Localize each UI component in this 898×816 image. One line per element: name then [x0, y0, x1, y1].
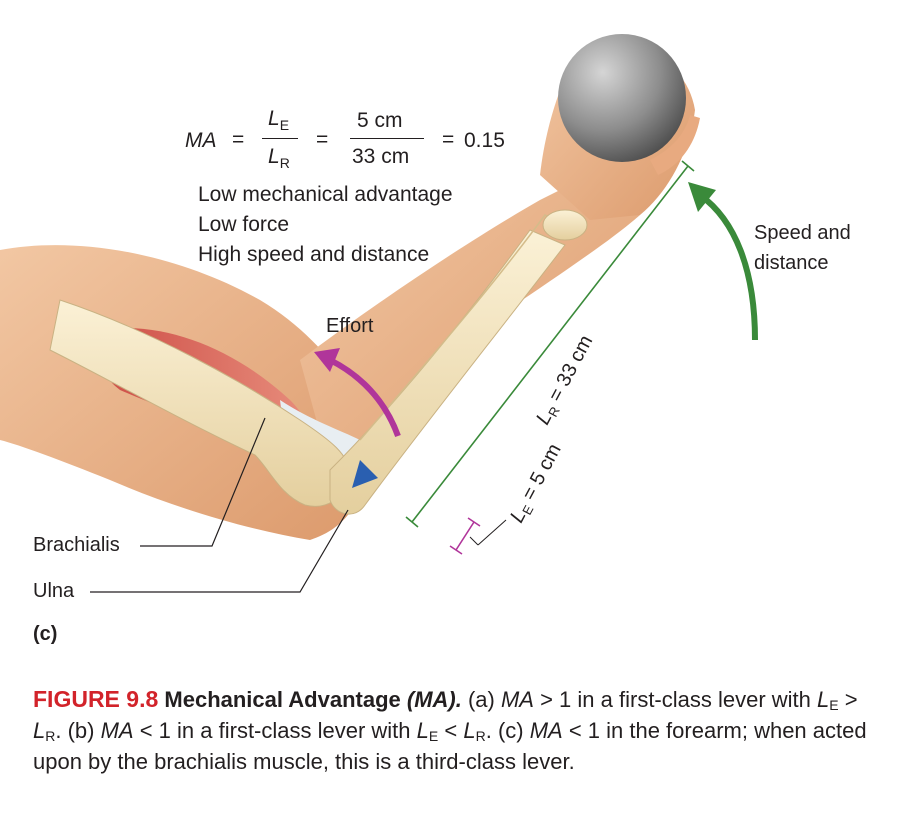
note-high-speed: High speed and distance: [198, 243, 430, 266]
ulna-label: Ulna: [33, 580, 75, 602]
caption-part-a: (a) MA > 1 in a first-class lever with L…: [33, 687, 858, 744]
forearm-lever-figure: MA = LE LR = 5 cm 33 cm = 0.15 Low mecha…: [0, 34, 851, 645]
speed-label-line1: Speed and: [754, 222, 851, 244]
le-dimension-line: [449, 517, 481, 555]
formula-num-val: 5 cm: [357, 109, 403, 132]
panel-label: (c): [33, 623, 58, 645]
figure-number: FIGURE 9.8: [33, 686, 159, 712]
formula-num-sym: LE: [268, 107, 290, 133]
figure-title: Mechanical Advantage (MA).: [164, 687, 462, 712]
formula-eq2: =: [316, 128, 329, 151]
caption-part-b: (b) MA < 1 in a first-class lever with L…: [67, 718, 498, 744]
speed-arrow: [698, 192, 758, 341]
ball: [558, 34, 686, 162]
brachialis-label: Brachialis: [33, 534, 120, 556]
fraction-bar-2: [350, 138, 424, 140]
formula-eq3: =: [442, 128, 455, 151]
note-low-force: Low force: [198, 213, 290, 236]
fraction-bar-1: [262, 138, 298, 140]
figure-caption: FIGURE 9.8 Mechanical Advantage (MA). (a…: [33, 684, 873, 777]
speed-label-line2: distance: [754, 252, 829, 274]
lr-dimension-line: [405, 160, 695, 528]
formula-den-sym: LR: [268, 145, 290, 171]
fulcrum-triangle: [352, 460, 378, 488]
formula-result: 0.15: [464, 129, 505, 152]
effort-label: Effort: [326, 315, 374, 337]
formula-den-val: 33 cm: [352, 145, 410, 168]
forearm-illustration: [0, 34, 758, 593]
caption-part-c: (c) MA < 1 in the forearm; when acted up…: [33, 718, 867, 774]
formula-eq1: =: [232, 128, 245, 151]
note-low-ma: Low mechanical advantage: [198, 183, 453, 206]
formula-ma: MA: [185, 129, 217, 152]
ulna-leader: [90, 509, 349, 593]
brachialis-leader: [140, 417, 266, 547]
effort-arrow: [328, 357, 401, 438]
